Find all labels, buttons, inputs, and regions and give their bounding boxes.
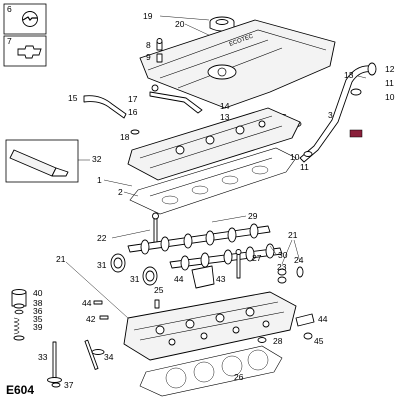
valve-34 — [84, 339, 105, 370]
callout-18: 18 — [120, 132, 130, 142]
connector-pipe — [149, 84, 203, 114]
callout-23: 23 — [277, 262, 287, 272]
callout-40: 40 — [33, 288, 43, 298]
callout-44: 44 — [174, 274, 184, 284]
reference-box-6: 6 — [3, 3, 47, 35]
stud-27 — [235, 249, 242, 279]
bolt-44c — [93, 300, 103, 305]
head-gasket — [139, 345, 283, 397]
vent-hose — [83, 95, 127, 119]
callout-22: 22 — [97, 233, 107, 243]
callout-25: 25 — [154, 285, 164, 295]
callout-3: 3 — [328, 110, 333, 120]
callout-13: 13 — [344, 70, 354, 80]
callout-15: 15 — [68, 93, 78, 103]
callout-33: 33 — [38, 352, 48, 362]
callout-21b: 21 — [56, 254, 66, 264]
bolt-8 — [156, 38, 163, 51]
callout-43: 43 — [216, 274, 226, 284]
callout-30: 30 — [278, 250, 288, 260]
callout-11: 11 — [385, 78, 394, 88]
valve-spring-parts — [13, 303, 25, 341]
callout-2: 2 — [118, 187, 123, 197]
callout-44b: 44 — [318, 314, 328, 324]
callout-17: 17 — [128, 94, 138, 104]
callout-12: 12 — [385, 64, 395, 74]
breather-hose — [299, 62, 377, 163]
callout-1: 1 — [97, 175, 102, 185]
callout-10b: 10 — [290, 152, 300, 162]
hydraulic-lifter — [11, 289, 27, 307]
chevrolet-bowtie-icon — [17, 45, 42, 59]
plug-45 — [303, 332, 313, 340]
callout-26: 26 — [234, 372, 244, 382]
callout-35: 35 — [33, 314, 43, 324]
callout-34: 34 — [104, 352, 114, 362]
clip-18 — [130, 129, 140, 135]
bracket-44b — [295, 313, 315, 327]
callout-28: 28 — [273, 336, 283, 346]
intake-camshaft — [127, 223, 271, 255]
sealant-tube — [5, 139, 79, 183]
callout-27: 27 — [252, 253, 262, 263]
camshaft-seal-2 — [142, 266, 158, 286]
cylinder-head — [123, 291, 297, 361]
callout-32: 32 — [92, 154, 102, 164]
engine-top-cover: ECOTEC — [139, 19, 336, 109]
callout-20: 20 — [175, 19, 185, 29]
callout-44c: 44 — [82, 298, 92, 308]
cylinder-head-cover — [127, 107, 301, 181]
dowel-25 — [154, 299, 160, 309]
callout-45: 45 — [314, 336, 324, 346]
callout-42: 42 — [86, 314, 96, 324]
callout-9: 9 — [146, 52, 151, 62]
callout-31b: 31 — [130, 274, 140, 284]
callout-29: 29 — [248, 211, 258, 221]
camshaft-seal-1 — [110, 253, 126, 273]
callout-21: 21 — [288, 230, 298, 240]
highlighted-part-tag — [349, 129, 363, 138]
callout-14: 14 — [220, 101, 230, 111]
callout-6: 6 — [7, 4, 12, 14]
callout-10: 10 — [385, 92, 395, 102]
callout-36: 36 — [33, 306, 43, 316]
callout-31: 31 — [97, 260, 107, 270]
valve-stem-seal-37 — [51, 382, 61, 388]
callout-39: 39 — [33, 322, 43, 332]
cover-gasket — [129, 147, 297, 215]
callout-11b: 11 — [300, 162, 309, 172]
callout-7: 7 — [7, 36, 12, 46]
fitting-24 — [296, 266, 304, 278]
callout-19: 19 — [143, 11, 153, 21]
callout-16: 16 — [128, 107, 138, 117]
callout-8: 8 — [146, 40, 151, 50]
callout-37: 37 — [64, 380, 74, 390]
bracket-44 — [191, 265, 215, 289]
valve-33 — [47, 341, 62, 383]
opel-logo-icon — [22, 11, 38, 27]
bolt-22 — [152, 212, 159, 245]
plug-28 — [257, 337, 267, 343]
reference-box-7: 7 — [3, 35, 47, 67]
callout-38: 38 — [33, 298, 43, 308]
fitting-23 — [277, 268, 287, 284]
callout-13b: 13 — [220, 112, 230, 122]
bolt-9 — [156, 53, 163, 63]
callout-24: 24 — [294, 255, 304, 265]
diagram-code: E604 — [6, 383, 34, 397]
bolt-42 — [99, 315, 109, 320]
